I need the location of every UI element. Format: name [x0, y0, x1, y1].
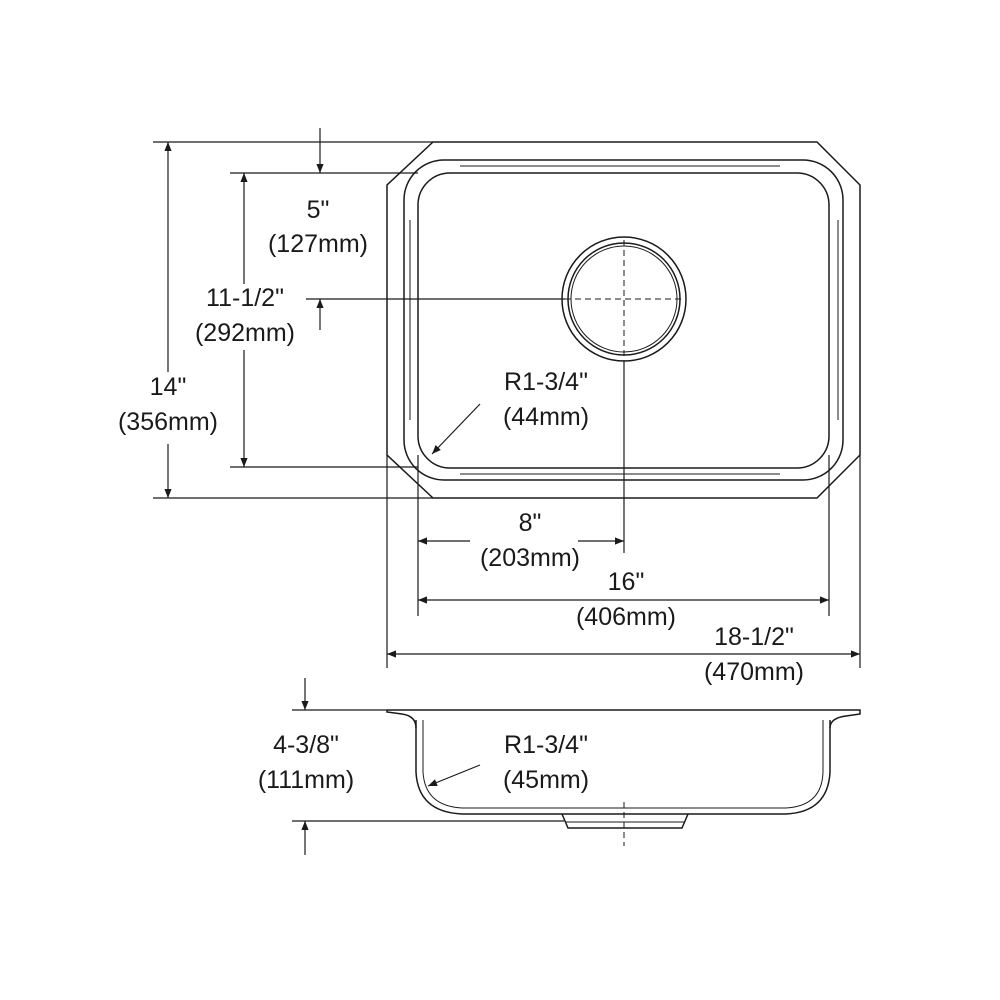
dim-8in-metric: (203mm) [480, 544, 580, 572]
dim-11-5in-imperial: 11-1/2" [206, 284, 284, 312]
dim-16in-metric: (406mm) [576, 603, 676, 631]
dim-5in-imperial: 5" [307, 196, 330, 224]
radius-side-imperial: R1-3/4" [504, 731, 588, 759]
dim-14in-imperial: 14" [150, 373, 187, 401]
dimension-lines [153, 128, 861, 668]
dim-11-5in-metric: (292mm) [195, 319, 295, 347]
dim-5in-metric: (127mm) [268, 230, 368, 258]
dim-depth-metric: (111mm) [258, 766, 354, 794]
dim-depth-imperial: 4-3/8" [273, 731, 339, 759]
drain-icon [561, 236, 687, 362]
dim-8in-imperial: 8" [519, 509, 542, 537]
dim-18-5in-imperial: 18-1/2" [714, 623, 794, 651]
sink-top-view [386, 141, 861, 553]
radius-top-imperial: R1-3/4" [504, 368, 588, 396]
side-bowl [415, 720, 831, 815]
sink-outer-rim [386, 141, 861, 499]
dim-16in-imperial: 16" [608, 568, 645, 596]
dimension-labels: 5" (127mm) 11-1/2" (292mm) 14" (356mm) R… [118, 196, 804, 794]
dim-18-5in-metric: (470mm) [704, 658, 804, 686]
sink-side-view [386, 709, 861, 846]
side-dimension-lines [292, 678, 564, 855]
dim-14in-metric: (356mm) [118, 408, 218, 436]
radius-top-metric: (44mm) [503, 403, 589, 431]
side-drain [561, 813, 689, 829]
side-rim [387, 709, 861, 729]
radius-side-metric: (45mm) [503, 766, 589, 794]
